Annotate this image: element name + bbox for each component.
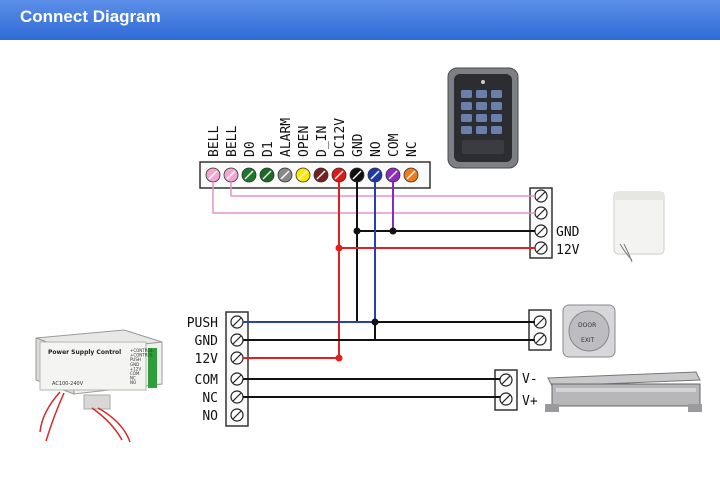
junction-dot bbox=[371, 318, 379, 326]
keypad-key bbox=[491, 126, 502, 134]
psu-side-label: +CONTROL bbox=[130, 348, 154, 353]
keypad-key bbox=[476, 102, 487, 110]
controller-terminal-label: D_IN bbox=[315, 126, 330, 157]
bell-gnd-label: GND bbox=[556, 225, 580, 240]
keypad-key bbox=[491, 102, 502, 110]
exit-button-image: DOOR EXIT bbox=[562, 304, 616, 358]
screw-slot bbox=[536, 243, 546, 253]
screw-slot bbox=[232, 335, 242, 345]
screw-slot bbox=[388, 170, 398, 180]
junction-dot bbox=[335, 354, 343, 362]
psu-side-label: NC bbox=[130, 376, 136, 381]
magnetic-lock-image bbox=[545, 371, 702, 412]
keypad-key bbox=[461, 102, 472, 110]
keypad-key bbox=[476, 126, 487, 134]
screw-slot bbox=[536, 191, 546, 201]
screw-slot bbox=[535, 334, 545, 344]
wire bbox=[356, 182, 535, 232]
controller-terminal-label: COM bbox=[387, 133, 402, 157]
screw-slot bbox=[298, 170, 308, 180]
screw-slot bbox=[208, 170, 218, 180]
keypad-key bbox=[491, 114, 502, 122]
wire bbox=[230, 182, 535, 197]
controller-terminal-label: GND bbox=[351, 133, 366, 157]
screw-slot bbox=[232, 392, 242, 402]
lock-vminus-label: V- bbox=[522, 372, 538, 387]
psu-side-label: NO bbox=[130, 380, 136, 385]
screw-slot bbox=[262, 170, 272, 180]
exit-exit-text: EXIT bbox=[581, 337, 595, 344]
bell-terminal-block: GND 12V bbox=[529, 187, 580, 259]
screw-slot bbox=[536, 226, 546, 236]
screw-slot bbox=[316, 170, 326, 180]
screw-slot bbox=[535, 317, 545, 327]
wire bbox=[212, 182, 535, 214]
screw-slot bbox=[244, 170, 254, 180]
psu-terminal-label: COM bbox=[195, 373, 219, 388]
power-supply-terminal-block: PUSH GND 12V COM NC NO bbox=[187, 311, 249, 427]
psu-input-label: AC100-240V bbox=[52, 381, 84, 387]
controller-terminal-label: D1 bbox=[261, 141, 276, 157]
screw-slot bbox=[406, 170, 416, 180]
screw-slot bbox=[280, 170, 290, 180]
wires bbox=[212, 182, 535, 398]
screw-slot bbox=[232, 374, 242, 384]
psu-side-label: +CONTROL bbox=[130, 353, 154, 358]
screw-slot bbox=[536, 208, 546, 218]
junction-dot bbox=[353, 227, 361, 235]
psu-terminal-label: 12V bbox=[195, 352, 219, 367]
psu-terminal-label: PUSH bbox=[187, 316, 218, 331]
keypad-key bbox=[476, 114, 487, 122]
controller-terminal-label: ALARM bbox=[279, 118, 294, 157]
screw-slot bbox=[232, 410, 242, 420]
controller-terminal-label: BELL bbox=[207, 126, 222, 157]
keypad-key bbox=[461, 126, 472, 134]
screw-slot bbox=[370, 170, 380, 180]
psu-side-label: +12V bbox=[130, 366, 141, 371]
psu-title: Power Supply Control bbox=[48, 349, 121, 356]
keypad-reader-area bbox=[462, 140, 504, 154]
junction-dot bbox=[389, 227, 397, 235]
lock-vplus-label: V+ bbox=[522, 394, 538, 409]
page-title: Connect Diagram bbox=[20, 7, 161, 26]
keypad-key bbox=[491, 90, 502, 98]
psu-terminal-label: GND bbox=[195, 334, 219, 349]
controller-terminal-label: NO bbox=[369, 141, 384, 157]
screw-slot bbox=[232, 353, 242, 363]
header-bar: Connect Diagram bbox=[0, 0, 720, 40]
screw-slot bbox=[232, 317, 242, 327]
screw-slot bbox=[501, 375, 511, 385]
controller-terminal-label: NC bbox=[405, 141, 420, 157]
screw-slot bbox=[352, 170, 362, 180]
doorbell-image bbox=[613, 191, 665, 263]
exit-door-text: DOOR bbox=[578, 322, 596, 329]
psu-terminal-label: NC bbox=[202, 391, 218, 406]
keypad-image bbox=[447, 67, 519, 169]
controller-terminal-label: DC12V bbox=[333, 118, 348, 157]
keypad-key bbox=[476, 90, 487, 98]
psu-side-label: PUSH bbox=[130, 357, 141, 362]
junction-dots bbox=[335, 227, 397, 362]
lock-terminal-block: V- V+ bbox=[494, 369, 538, 411]
controller-terminal-label: OPEN bbox=[297, 126, 312, 157]
exit-button-terminal-block bbox=[528, 309, 552, 351]
bell-12v-label: 12V bbox=[556, 243, 580, 258]
junction-dot bbox=[335, 244, 343, 252]
screw-slot bbox=[226, 170, 236, 180]
power-supply-box-image: Power Supply Control AC100-240V +CONTROL… bbox=[35, 329, 163, 443]
screw-slot bbox=[334, 170, 344, 180]
controller-terminal-label: BELL bbox=[225, 126, 240, 157]
psu-side-label: COM bbox=[130, 371, 140, 376]
screw-slot bbox=[501, 394, 511, 404]
psu-side-label: GND bbox=[130, 362, 139, 367]
psu-terminal-label: NO bbox=[202, 409, 218, 424]
keypad-key bbox=[461, 114, 472, 122]
controller-terminal-label: D0 bbox=[243, 141, 258, 157]
keypad-key bbox=[461, 90, 472, 98]
